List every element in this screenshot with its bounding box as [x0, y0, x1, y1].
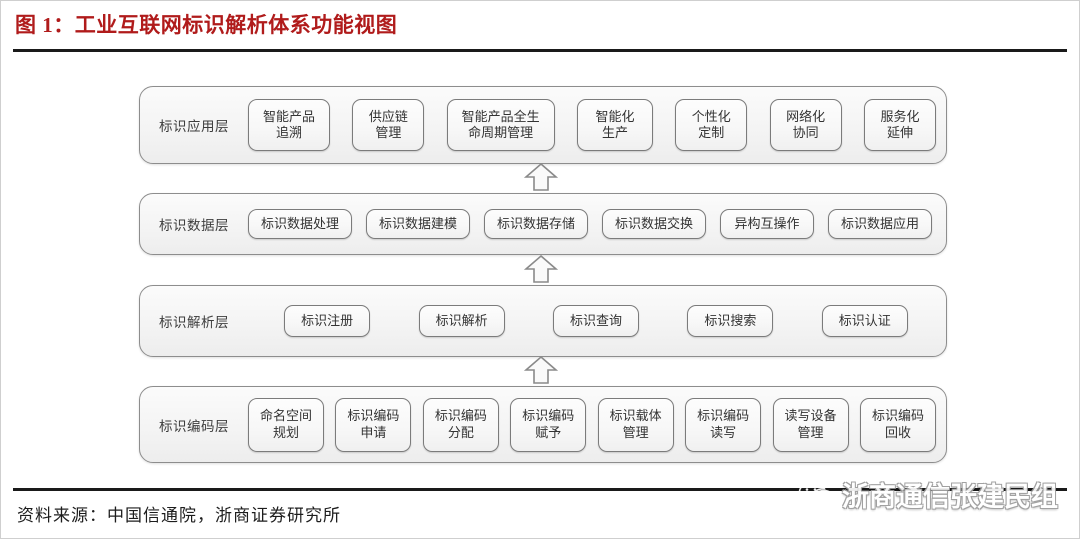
cell-coding-3[interactable]: 标识编码 赋予 — [510, 397, 587, 452]
arrow-up-data-to-application — [523, 162, 559, 192]
cell-resolution-3[interactable]: 标识搜索 — [687, 305, 774, 337]
layer-label-resolution: 标识解析层 — [159, 315, 229, 330]
layer-resolution: 标识解析层 标识注册 标识解析 标识查询 标识搜索 标识认证 — [139, 285, 947, 357]
cell-coding-0[interactable]: 命名空间 规划 — [248, 397, 324, 452]
cell-resolution-2[interactable]: 标识查询 — [552, 305, 639, 337]
cell-application-3[interactable]: 智能化 生产 — [576, 99, 653, 151]
cell-data-2[interactable]: 标识数据存储 — [484, 209, 588, 239]
source-note: 资料来源：中国信通院，浙商证券研究所 — [17, 506, 341, 525]
watermark-text: 浙商通信张建民组 — [842, 481, 1058, 512]
cell-application-2[interactable]: 智能产品全生 命周期管理 — [446, 99, 555, 151]
cell-coding-6[interactable]: 读写设备 管理 — [772, 397, 849, 452]
layer-cells-resolution: 标识注册 标识解析 标识查询 标识搜索 标识认证 — [248, 286, 946, 356]
page-title: 图 1：工业互联网标识解析体系功能视图 — [15, 13, 398, 37]
cell-application-4[interactable]: 个性化 定制 — [675, 99, 748, 151]
cell-data-1[interactable]: 标识数据建模 — [366, 209, 470, 239]
header-divider — [13, 49, 1067, 52]
layer-label-coding: 标识编码层 — [159, 418, 229, 434]
layer-label-data: 标识数据层 — [159, 218, 229, 233]
cell-coding-4[interactable]: 标识载体 管理 — [597, 397, 674, 452]
layer-cells-coding: 命名空间 规划 标识编码 申请 标识编码 分配 标识编码 赋予 标识载体 管理 … — [248, 387, 946, 462]
cell-coding-2[interactable]: 标识编码 分配 — [422, 397, 499, 452]
cell-resolution-1[interactable]: 标识解析 — [418, 305, 505, 337]
cell-data-5[interactable]: 标识数据应用 — [828, 209, 932, 239]
layer-data: 标识数据层 标识数据处理 标识数据建模 标识数据存储 标识数据交换 异构互操作 … — [139, 193, 947, 255]
arrow-up-coding-to-resolution — [523, 355, 559, 385]
cell-application-6[interactable]: 服务化 延伸 — [863, 99, 936, 151]
layer-coding: 标识编码层 命名空间 规划 标识编码 申请 标识编码 分配 标识编码 赋予 标识… — [139, 386, 947, 463]
architecture-diagram: 标识应用层 智能产品 追溯 供应链 管理 智能产品全生 命周期管理 智能化 生产… — [139, 77, 947, 463]
cell-application-0[interactable]: 智能产品 追溯 — [248, 99, 330, 151]
cell-resolution-0[interactable]: 标识注册 — [284, 305, 371, 337]
cell-data-3[interactable]: 标识数据交换 — [602, 209, 706, 239]
cell-coding-7[interactable]: 标识编码 回收 — [859, 397, 936, 452]
cell-data-0[interactable]: 标识数据处理 — [248, 209, 352, 239]
layer-cells-data: 标识数据处理 标识数据建模 标识数据存储 标识数据交换 异构互操作 标识数据应用 — [248, 194, 946, 254]
layer-application: 标识应用层 智能产品 追溯 供应链 管理 智能产品全生 命周期管理 智能化 生产… — [139, 86, 947, 164]
arrow-up-resolution-to-data — [523, 254, 559, 284]
cell-resolution-4[interactable]: 标识认证 — [821, 305, 908, 337]
cell-application-5[interactable]: 网络化 协同 — [769, 99, 842, 151]
cell-coding-1[interactable]: 标识编码 申请 — [335, 397, 412, 452]
layer-label-application: 标识应用层 — [159, 119, 229, 134]
cell-data-4[interactable]: 异构互操作 — [720, 209, 814, 239]
footer-divider — [13, 488, 1067, 491]
wechat-icon — [796, 479, 836, 509]
cell-application-1[interactable]: 供应链 管理 — [352, 99, 425, 151]
cell-coding-5[interactable]: 标识编码 读写 — [685, 397, 762, 452]
watermark: 浙商通信张建民组 — [796, 471, 1071, 517]
layer-cells-application: 智能产品 追溯 供应链 管理 智能产品全生 命周期管理 智能化 生产 个性化 定… — [248, 87, 946, 163]
